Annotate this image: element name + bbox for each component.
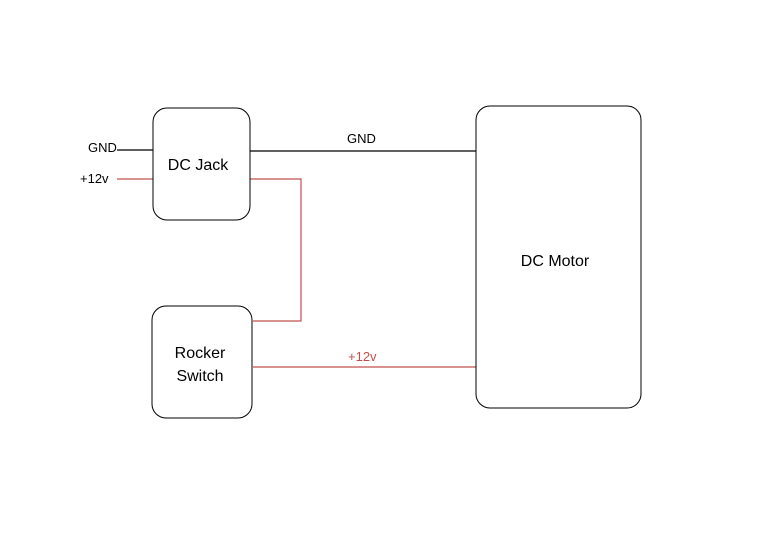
rocker-switch-label-line1: Rocker bbox=[175, 345, 226, 362]
rocker-switch-box bbox=[151, 305, 253, 419]
gnd-to-motor-label: GND bbox=[347, 131, 376, 146]
pos-to-motor-label: +12v bbox=[348, 349, 377, 364]
dc-jack-label: DC Jack bbox=[168, 157, 229, 174]
dc-jack-box bbox=[152, 107, 251, 221]
rocker-switch-label-line2: Switch bbox=[176, 368, 223, 385]
dc-motor-label: DC Motor bbox=[521, 253, 590, 270]
gnd-input-label: GND bbox=[88, 140, 117, 155]
pos-input-label: +12v bbox=[80, 171, 109, 186]
jack-to-switch-wire bbox=[250, 178, 302, 322]
dc-motor-box bbox=[475, 105, 642, 409]
